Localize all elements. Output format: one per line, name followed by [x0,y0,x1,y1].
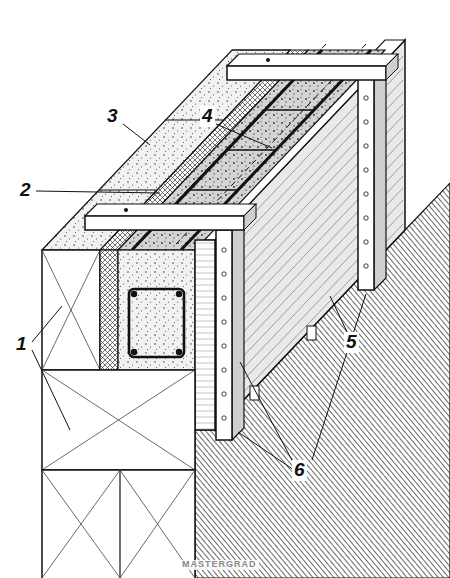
callout-number: 6 [292,460,307,481]
callout-number: 2 [18,180,33,201]
callout-number: 4 [200,106,215,127]
callout-number: 1 [14,334,29,355]
watermark: MASTERGRAD [180,560,259,570]
callout-number: 5 [344,332,359,353]
callout-number: 3 [105,106,120,127]
